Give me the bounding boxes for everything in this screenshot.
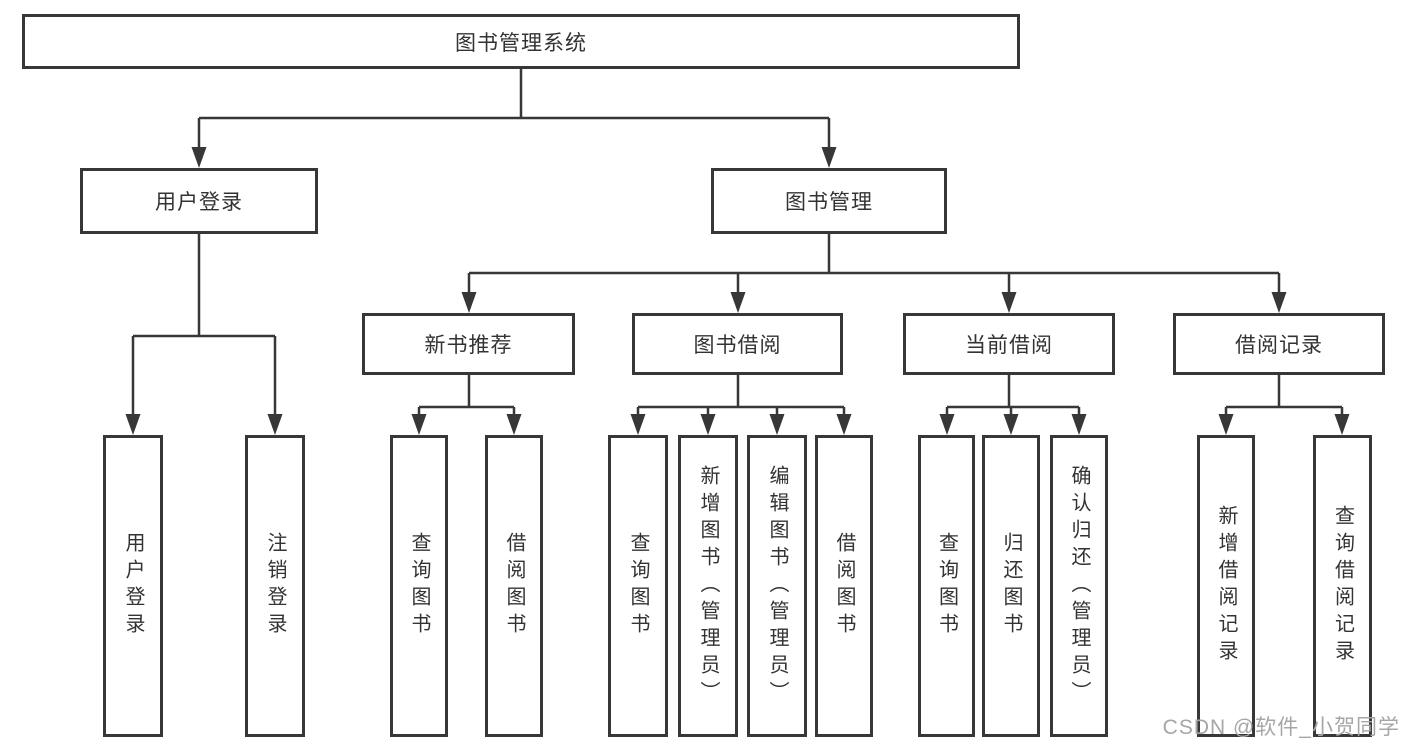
node-leaf-add-books-admin: 新增图书（管理员） bbox=[678, 435, 738, 737]
node-label: 新增借阅记录 bbox=[1215, 505, 1237, 667]
node-leaf-user-login: 用户登录 bbox=[103, 435, 163, 737]
node-leaf-borrow-books: 借阅图书 bbox=[815, 435, 873, 737]
node-label: 归还图书 bbox=[1000, 532, 1022, 640]
node-book-borrowing: 图书借阅 bbox=[632, 313, 843, 375]
node-leaf-logout: 注销登录 bbox=[245, 435, 305, 737]
node-label: 确认归还（管理员） bbox=[1068, 464, 1090, 708]
node-label: 查询图书 bbox=[935, 532, 958, 640]
node-new-book-recommendation: 新书推荐 bbox=[362, 313, 575, 375]
node-label: 图书管理 bbox=[785, 191, 873, 214]
node-book-management: 图书管理 bbox=[711, 168, 947, 234]
node-label: 编辑图书（管理员） bbox=[766, 464, 788, 708]
node-leaf-confirm-return-admin: 确认归还（管理员） bbox=[1050, 435, 1108, 737]
node-leaf-query-borrow-record: 查询借阅记录 bbox=[1313, 435, 1372, 737]
node-label: 注销登录 bbox=[264, 532, 286, 640]
node-leaf-edit-books-admin: 编辑图书（管理员） bbox=[747, 435, 807, 737]
node-leaf-query-books-current: 查询图书 bbox=[918, 435, 975, 737]
node-label: 查询借阅记录 bbox=[1331, 505, 1354, 667]
node-leaf-return-books: 归还图书 bbox=[982, 435, 1040, 737]
node-leaf-query-books-borrowing: 查询图书 bbox=[608, 435, 668, 737]
node-library-management-system: 图书管理系统 bbox=[22, 14, 1020, 69]
node-leaf-query-books-recommend: 查询图书 bbox=[390, 435, 448, 737]
node-label: 当前借阅 bbox=[965, 334, 1053, 357]
node-label: 用户登录 bbox=[155, 191, 243, 214]
node-label: 图书借阅 bbox=[693, 334, 782, 357]
node-label: 用户登录 bbox=[122, 532, 144, 640]
node-label: 新书推荐 bbox=[424, 334, 513, 357]
node-current-borrowing: 当前借阅 bbox=[903, 313, 1115, 375]
connector-path bbox=[131, 69, 1344, 420]
node-label: 查询图书 bbox=[408, 532, 430, 640]
node-user-login: 用户登录 bbox=[80, 168, 318, 234]
node-leaf-borrow-books-recommend: 借阅图书 bbox=[485, 435, 543, 737]
node-label: 借阅记录 bbox=[1235, 334, 1323, 357]
node-leaf-add-borrow-record: 新增借阅记录 bbox=[1197, 435, 1255, 737]
node-label: 新增图书（管理员） bbox=[697, 464, 719, 708]
node-label: 图书管理系统 bbox=[455, 31, 587, 55]
node-label: 借阅图书 bbox=[503, 532, 525, 640]
node-label: 借阅图书 bbox=[833, 532, 855, 640]
node-borrowing-records: 借阅记录 bbox=[1173, 313, 1385, 375]
node-label: 查询图书 bbox=[627, 532, 649, 640]
